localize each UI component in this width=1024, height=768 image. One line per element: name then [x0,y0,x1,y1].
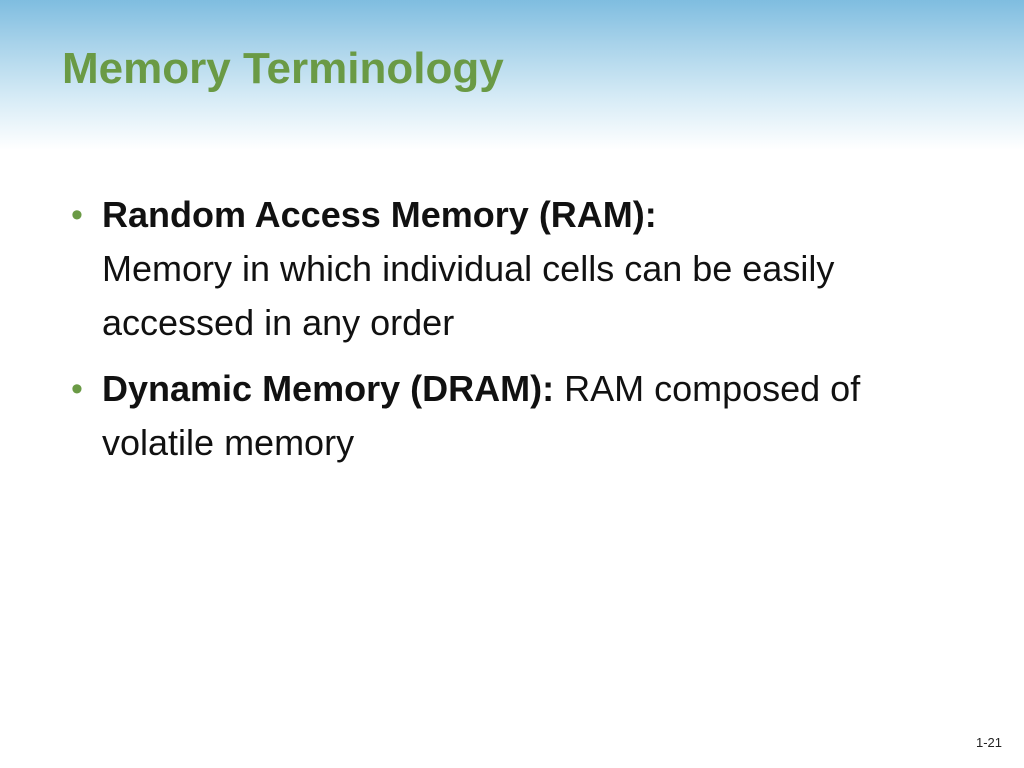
term-ram: Random Access Memory (RAM): [102,194,657,235]
slide-title: Memory Terminology [62,44,504,93]
page-number: 1-21 [975,735,1002,750]
definition-ram: Memory in which individual cells can be … [102,248,835,343]
bullet-icon: • [71,196,83,234]
bullet-item-dram: • Dynamic Memory (DRAM): RAM composed of… [62,362,942,470]
bullet-list: • Random Access Memory (RAM): Memory in … [62,188,942,482]
bullet-item-ram: • Random Access Memory (RAM): Memory in … [62,188,942,350]
term-dram: Dynamic Memory (DRAM): [102,368,555,409]
header-gradient-band [0,0,1024,150]
bullet-icon: • [71,370,83,408]
definition-dram: RAM composed of volatile memory [102,368,861,463]
